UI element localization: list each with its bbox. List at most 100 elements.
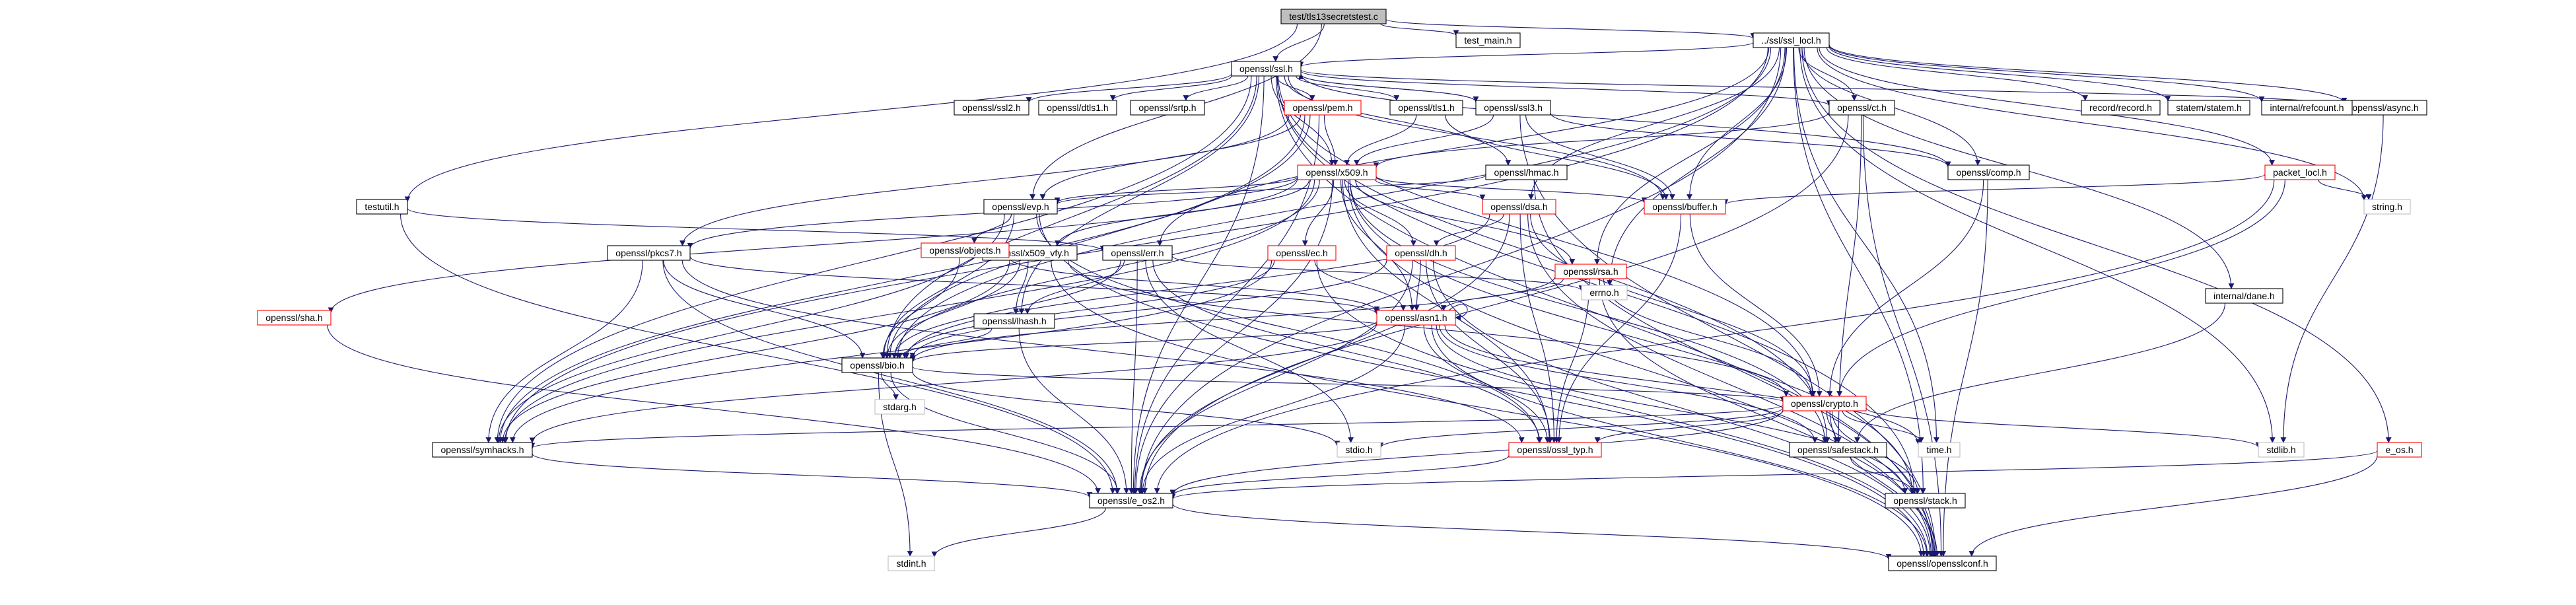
node-box: [1508, 442, 1602, 458]
node-safestack[interactable]: openssl/safestack.h: [1789, 442, 1887, 458]
node-label: openssl/pem.h: [1292, 102, 1352, 113]
node-evp[interactable]: openssl/evp.h: [983, 199, 1058, 215]
node-crypto[interactable]: openssl/crypto.h: [1782, 396, 1867, 411]
node-rsa[interactable]: openssl/rsa.h: [1554, 264, 1627, 279]
edge-pkcs7-to-bio: [663, 260, 866, 359]
node-dtls1[interactable]: openssl/dtls1.h: [1038, 100, 1117, 116]
node-dh[interactable]: openssl/dh.h: [1386, 245, 1456, 261]
node-pem[interactable]: openssl/pem.h: [1284, 100, 1362, 116]
node-symhacks[interactable]: openssl/symhacks.h: [432, 442, 533, 458]
node-label: record/record.h: [2089, 102, 2152, 113]
node-time[interactable]: time.h: [1918, 442, 1961, 458]
edge-ct-to-safestack: [1835, 114, 1862, 443]
node-testutil[interactable]: testutil.h: [356, 199, 408, 215]
node-lhash[interactable]: openssl/lhash.h: [973, 313, 1055, 329]
node-srtp[interactable]: openssl/srtp.h: [1130, 100, 1205, 116]
node-box: [1284, 100, 1362, 116]
edge-pem-to-e_os2: [1132, 114, 1320, 494]
node-async[interactable]: openssl/async.h: [2344, 100, 2427, 116]
edge-ssl3-to-opensslconf: [1519, 114, 1939, 557]
node-label: errno.h: [1589, 287, 1619, 298]
node-test_main[interactable]: test_main.h: [1455, 32, 1521, 48]
edge-asn1-to-asn1: [1448, 304, 1468, 321]
node-statem[interactable]: statem/statem.h: [2167, 100, 2250, 116]
node-ossl_typ[interactable]: openssl/ossl_typ.h: [1508, 442, 1602, 458]
edge-packet-to-crypto: [1836, 179, 2285, 397]
node-label: openssl/bio.h: [850, 360, 905, 371]
edge-ssl-to-crypto: [1278, 75, 1816, 397]
node-pkcs7[interactable]: openssl/pkcs7.h: [607, 245, 691, 261]
node-box: [1102, 245, 1173, 261]
node-label: openssl/rsa.h: [1563, 266, 1618, 277]
node-ct[interactable]: openssl/ct.h: [1828, 100, 1895, 116]
node-dane[interactable]: internal/dane.h: [2205, 288, 2283, 304]
node-label: string.h: [2372, 201, 2402, 212]
node-label: stdio.h: [1345, 445, 1372, 455]
node-label: openssl/e_os2.h: [1097, 495, 1165, 506]
node-ec[interactable]: openssl/ec.h: [1267, 245, 1337, 261]
edge-pem-to-symhacks: [497, 114, 1305, 443]
node-string[interactable]: string.h: [2363, 199, 2411, 215]
node-bio[interactable]: openssl/bio.h: [841, 357, 913, 373]
edge-ssl_locl-to-symhacks: [503, 47, 1768, 443]
edge-packet-to-buffer: [1722, 174, 2266, 205]
node-label: openssl/ec.h: [1276, 248, 1328, 258]
node-asn1[interactable]: openssl/asn1.h: [1376, 310, 1456, 326]
node-packet[interactable]: packet_locl.h: [2264, 164, 2336, 180]
node-opensslconf[interactable]: openssl/opensslconf.h: [1888, 555, 1997, 571]
edge-bio-to-stdio: [912, 371, 1340, 447]
edge-pem-to-bio: [887, 114, 1311, 359]
edge-x509vfy-to-crypto: [1068, 260, 1790, 397]
edge-dh-to-asn1: [1413, 260, 1421, 311]
node-ssl_locl[interactable]: ../ssl/ssl_locl.h: [1753, 32, 1830, 48]
node-objects[interactable]: openssl/objects.h: [921, 242, 1010, 258]
node-box: [841, 357, 913, 373]
node-ssl2[interactable]: openssl/ssl2.h: [954, 100, 1029, 116]
edge-e_os-to-opensslconf: [1968, 455, 2378, 557]
node-err[interactable]: openssl/err.h: [1102, 245, 1173, 261]
node-stdlib[interactable]: stdlib.h: [2258, 442, 2305, 458]
edge-ssl_locl-to-ct: [1798, 47, 1858, 101]
node-box: [1918, 442, 1961, 458]
node-stack[interactable]: openssl/stack.h: [1885, 493, 1966, 509]
node-box: [607, 245, 691, 261]
edge-ct-to-opensslconf: [1862, 114, 1944, 557]
edge-err-to-lhash: [1024, 260, 1125, 314]
edge-x509vfy-to-opensslconf: [1051, 260, 1924, 557]
node-e_os2[interactable]: openssl/e_os2.h: [1089, 493, 1173, 509]
node-stdio[interactable]: stdio.h: [1337, 442, 1381, 458]
edge-bio-to-e_os2: [890, 372, 1121, 494]
node-stdarg[interactable]: stdarg.h: [874, 399, 925, 415]
node-ssl[interactable]: openssl/ssl.h: [1231, 61, 1302, 77]
node-record[interactable]: record/record.h: [2081, 100, 2161, 116]
node-comp[interactable]: openssl/comp.h: [1947, 164, 2030, 180]
node-box: [2167, 100, 2250, 116]
edge-x509vfy-to-lhash: [1013, 260, 1029, 314]
edge-x509-to-evp: [1054, 176, 1298, 203]
node-buffer[interactable]: openssl/buffer.h: [1644, 199, 1726, 215]
node-ssl3[interactable]: openssl/ssl3.h: [1475, 100, 1551, 116]
edge-lhash-to-e_os2: [1018, 328, 1130, 494]
node-label: statem/statem.h: [2176, 102, 2242, 113]
edge-ssl_locl-to-err: [1156, 47, 1770, 246]
node-box: [1376, 310, 1456, 326]
node-label: openssl/ssl3.h: [1484, 102, 1543, 113]
node-e_os[interactable]: e_os.h: [2377, 442, 2422, 458]
edge-x509-to-dh: [1344, 179, 1416, 246]
node-root[interactable]: test/tls13secretstest.c: [1280, 9, 1387, 24]
node-refcount[interactable]: internal/refcount.h: [2261, 100, 2353, 116]
node-sha[interactable]: openssl/sha.h: [257, 310, 331, 326]
node-label: internal/refcount.h: [2270, 102, 2344, 113]
node-x509[interactable]: openssl/x509.h: [1297, 164, 1377, 180]
edge-x509-to-bio: [891, 179, 1320, 359]
edge-bio-to-crypto: [912, 366, 1786, 403]
node-stdint[interactable]: stdint.h: [888, 555, 935, 571]
node-box: [921, 242, 1010, 258]
node-dsa[interactable]: openssl/dsa.h: [1482, 199, 1556, 215]
node-box: [257, 310, 331, 326]
edge-pkcs7-to-e_os2: [662, 260, 1120, 494]
node-errno[interactable]: errno.h: [1581, 285, 1628, 301]
node-tls1[interactable]: openssl/tls1.h: [1389, 100, 1463, 116]
node-hmac[interactable]: openssl/hmac.h: [1485, 164, 1568, 180]
edge-ssl-to-ssl2: [1026, 73, 1232, 103]
